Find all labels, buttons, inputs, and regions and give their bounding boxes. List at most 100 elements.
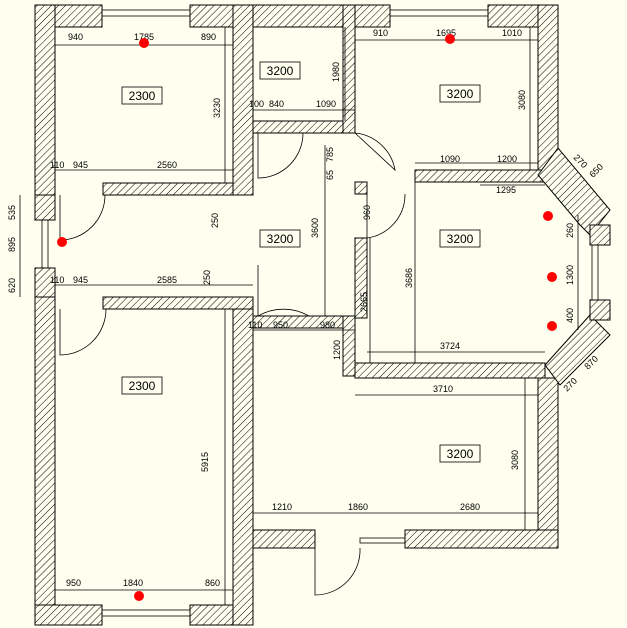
dim-c-3600: 3600	[310, 218, 320, 238]
dim-rm-1295: 1295	[496, 185, 516, 195]
room-br-box	[439, 444, 481, 463]
wall-ml-bottom	[102, 296, 254, 310]
dim-br-3710: 3710	[433, 384, 453, 394]
wall-left-block-right	[232, 4, 254, 196]
wall-bay-lower	[544, 314, 611, 386]
dim-c-785: 785	[325, 147, 335, 162]
dim-st-840: 840	[269, 99, 284, 109]
door-hall-bottom	[257, 265, 310, 317]
marker-bottom-left	[134, 591, 144, 601]
wall-bay-upper	[537, 147, 611, 236]
window-bay	[591, 244, 599, 301]
window-bottom-left	[101, 609, 191, 617]
dim-tr-1200: 1200	[497, 154, 517, 164]
window-top-left	[101, 9, 191, 17]
dim-c-960: 960	[362, 205, 372, 220]
dim-ml-250: 250	[202, 270, 212, 285]
wall-top-left-2	[189, 4, 391, 28]
dim-rm-1300: 1300	[565, 265, 575, 285]
dim-tr-910: 910	[373, 28, 388, 38]
window-top-right	[389, 9, 489, 17]
room-tr-box	[439, 84, 481, 103]
dim-h-980: 980	[320, 320, 335, 330]
room-tl-box	[121, 86, 163, 105]
markers	[57, 34, 557, 601]
wall-left-block-right-lower	[232, 296, 254, 626]
dim-bl-860: 860	[205, 578, 220, 588]
dim-br-3080: 3080	[510, 450, 520, 470]
wall-bay-right	[589, 224, 611, 246]
door-tl	[59, 194, 106, 241]
windows	[41, 9, 599, 617]
room-tr-label: 3200	[447, 87, 474, 101]
marker-left	[57, 237, 67, 247]
room-rm-label: 3200	[447, 232, 474, 246]
window-bottom-right	[359, 537, 406, 544]
dim-br-1860: 1860	[348, 502, 368, 512]
marker-top-left	[139, 38, 149, 48]
dim-bl-5915: 5915	[200, 452, 210, 472]
dim-rm-3686: 3686	[404, 268, 414, 288]
dim-ml-110: 110	[50, 275, 64, 285]
dim-bl-950: 950	[66, 578, 81, 588]
marker-bay-2	[547, 272, 557, 282]
dim-tl-940: 940	[68, 32, 83, 42]
room-st-label: 3200	[267, 64, 294, 78]
doors	[59, 132, 406, 596]
wall-hall-right-a	[354, 181, 368, 195]
door-hall-top	[354, 132, 396, 172]
room-bl-label: 2300	[129, 379, 156, 393]
dim-st-100: 100	[249, 99, 264, 109]
wall-br-top	[354, 362, 546, 379]
dim-tl-1785: 1785	[134, 32, 154, 42]
wall-right-upper	[537, 4, 559, 176]
dim-tr-3080: 3080	[517, 90, 527, 110]
wall-tr-bottom	[414, 169, 546, 183]
dim-tl-945: 945	[73, 160, 88, 170]
room-rm-box	[439, 229, 481, 248]
wall-left-lower	[34, 296, 56, 626]
dim-c-65: 65	[325, 170, 335, 180]
wall-br-bottom-b	[404, 529, 559, 549]
dim-l-620: 620	[7, 278, 17, 293]
dim-rm-650: 650	[587, 162, 605, 180]
dim-tr-1010: 1010	[502, 28, 522, 38]
dim-h-1200: 1200	[332, 340, 342, 360]
dimension-texts: 940 1785 890 3230 110 945 2560 1980 100 …	[7, 28, 605, 588]
dim-rm-3724: 3724	[440, 341, 460, 351]
wall-tl-bottom	[102, 182, 234, 196]
dim-tl-3230: 3230	[212, 98, 222, 118]
wall-br-right	[537, 377, 559, 549]
door-hall-right	[366, 193, 406, 239]
dim-bl-1840: 1840	[123, 578, 143, 588]
wall-br-bottom-a	[252, 529, 316, 549]
dim-br-1210: 1210	[272, 502, 292, 512]
door-ml	[59, 308, 107, 356]
walls	[34, 4, 611, 626]
room-st-box	[259, 61, 301, 80]
dim-l-895: 895	[7, 237, 17, 252]
dim-tr-1090: 1090	[440, 154, 460, 164]
marker-bay-3	[547, 321, 557, 331]
room-labels: 2300 3200 3200 3200 3200 2300 3200	[121, 61, 481, 463]
wall-bay-right-2	[589, 299, 611, 321]
door-bottom	[314, 547, 361, 596]
dim-tl-890: 890	[201, 32, 216, 42]
dim-st-1090: 1090	[316, 99, 336, 109]
dim-tr-1695: 1695	[436, 28, 456, 38]
wall-bottom-left	[34, 604, 103, 626]
dim-rm-2665: 2665	[359, 292, 369, 312]
dim-st-1980: 1980	[331, 62, 341, 82]
wall-br-top-stub	[342, 315, 356, 377]
marker-top-right	[445, 34, 455, 44]
dim-tl-2560: 2560	[157, 160, 177, 170]
dim-h-950: 950	[273, 320, 288, 330]
wall-left-window-frame	[34, 194, 56, 221]
dim-rm-400: 400	[565, 308, 575, 323]
wall-st-right	[342, 4, 356, 134]
wall-hall-bottom	[252, 315, 356, 329]
wall-st-bottom	[252, 120, 356, 134]
dim-ml-2585: 2585	[157, 275, 177, 285]
marker-bay-1	[543, 211, 553, 221]
